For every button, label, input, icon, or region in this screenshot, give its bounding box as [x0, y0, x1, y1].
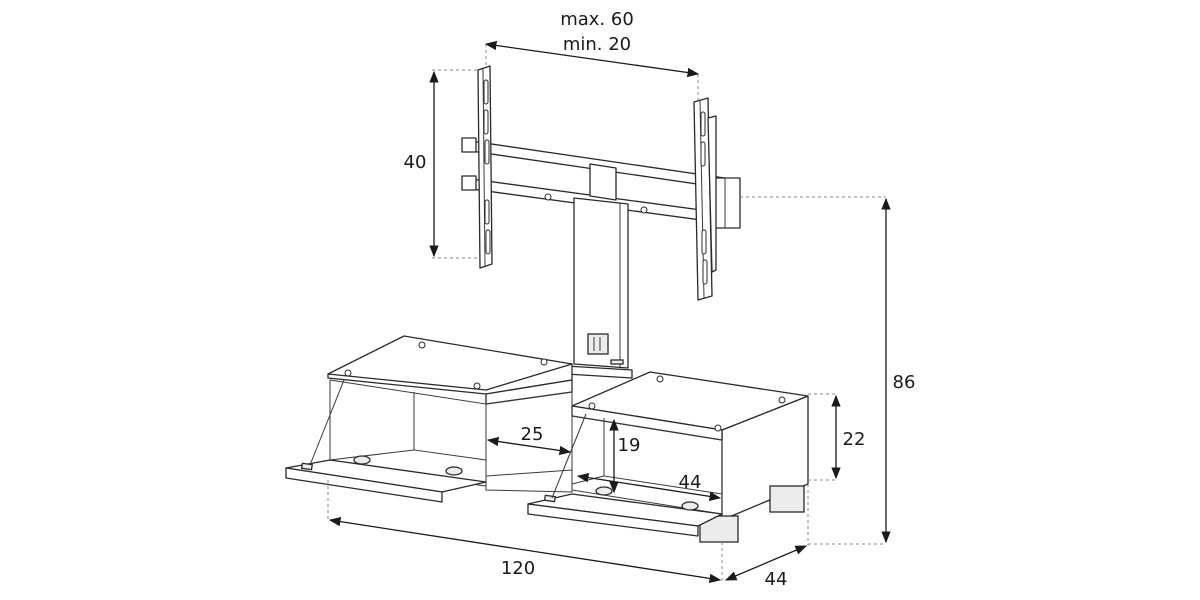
- mount-clip-left-bottom: [461, 175, 477, 191]
- label-vesa-width-min: min. 20: [563, 34, 631, 55]
- door-handle-icon: [595, 486, 613, 496]
- cabinet: [285, 335, 809, 543]
- mount-column: [573, 197, 629, 369]
- dim-shelf-width: [486, 436, 572, 456]
- dim-inner-depth: [576, 472, 722, 502]
- middle-shelf: [485, 391, 573, 493]
- label-vesa-height: 40: [404, 152, 427, 173]
- label-total-height: 86: [893, 372, 916, 393]
- cable-outlet-icon: [587, 333, 609, 355]
- label-cabinet-height: 22: [843, 429, 866, 450]
- label-inner-depth: 44: [679, 472, 702, 493]
- label-shelf-height: 19: [618, 435, 641, 456]
- dimension-arrows: [328, 40, 891, 584]
- extension-lines: [327, 44, 886, 582]
- mount-bolt: [640, 206, 648, 214]
- label-vesa-width-max: max. 60: [560, 9, 634, 30]
- label-total-width: 120: [501, 558, 535, 579]
- dim-total-depth: [724, 545, 808, 581]
- tv-mount: [461, 65, 741, 379]
- label-shelf-width: 25: [521, 424, 544, 445]
- mount-bolt: [544, 193, 552, 201]
- dimension-labels: max. 60 min. 20 40 86 22 25 19 44 120 44: [404, 9, 916, 590]
- door-handle-icon: [353, 455, 371, 465]
- brand-badge-icon: [610, 359, 624, 365]
- mount-center-block: [589, 163, 617, 201]
- dim-vesa-width: [484, 40, 700, 78]
- door-handle-icon: [445, 466, 463, 476]
- dim-total-width: [328, 516, 722, 584]
- door-hinge: [300, 462, 313, 471]
- foot-right-back: [769, 485, 805, 513]
- door-handle-icon: [681, 501, 699, 511]
- mount-rail-right: [693, 97, 713, 301]
- door-hinge: [543, 494, 556, 503]
- label-total-depth: 44: [765, 569, 788, 590]
- glass-top-left-surface: [327, 335, 573, 391]
- mount-clip-left-top: [461, 137, 477, 153]
